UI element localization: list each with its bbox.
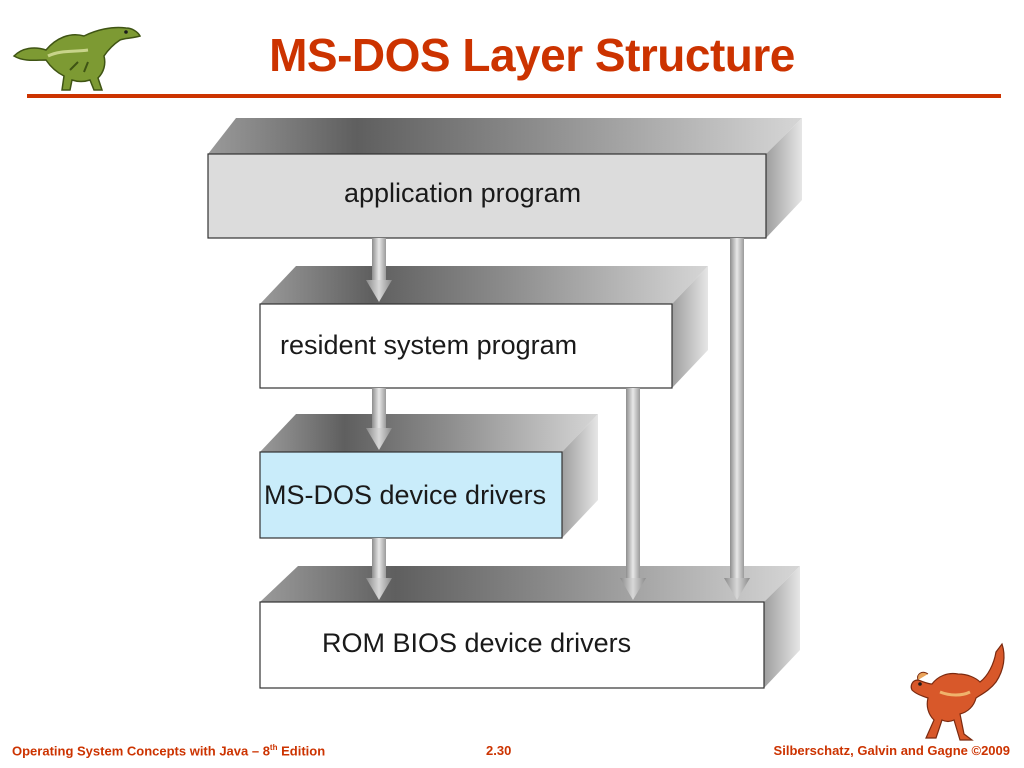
arrow-application-to-rom-bios (724, 238, 750, 600)
dinosaur-logo-icon (12, 26, 142, 91)
layer-rom-bios-device-drivers (259, 566, 800, 689)
arrow-msdos-to-rom-bios (366, 538, 392, 600)
arrow-resident-to-msdos (366, 388, 392, 450)
arrow-resident-to-rom-bios (620, 388, 646, 600)
label-resident-system-program: resident system program (280, 330, 578, 360)
arrow-application-to-resident (366, 238, 392, 302)
label-application-program: application program (344, 178, 582, 208)
footer-copyright: Silberschatz, Galvin and Gagne ©2009 (773, 743, 1010, 758)
footer-book-title: Operating System Concepts with Java – 8t… (12, 743, 326, 759)
dinosaur-mascot-icon (910, 642, 1005, 741)
title-divider (27, 94, 1001, 98)
label-rom-bios-device-drivers: ROM BIOS device drivers (322, 628, 632, 658)
label-ms-dos-device-drivers: MS-DOS device drivers (264, 480, 547, 510)
footer-page-number: 2.30 (486, 743, 512, 758)
layer-resident-system-program (259, 266, 708, 389)
slide-title: MS-DOS Layer Structure (269, 29, 795, 81)
layer-ms-dos-device-drivers (259, 414, 598, 539)
layer-application-program (207, 118, 802, 239)
